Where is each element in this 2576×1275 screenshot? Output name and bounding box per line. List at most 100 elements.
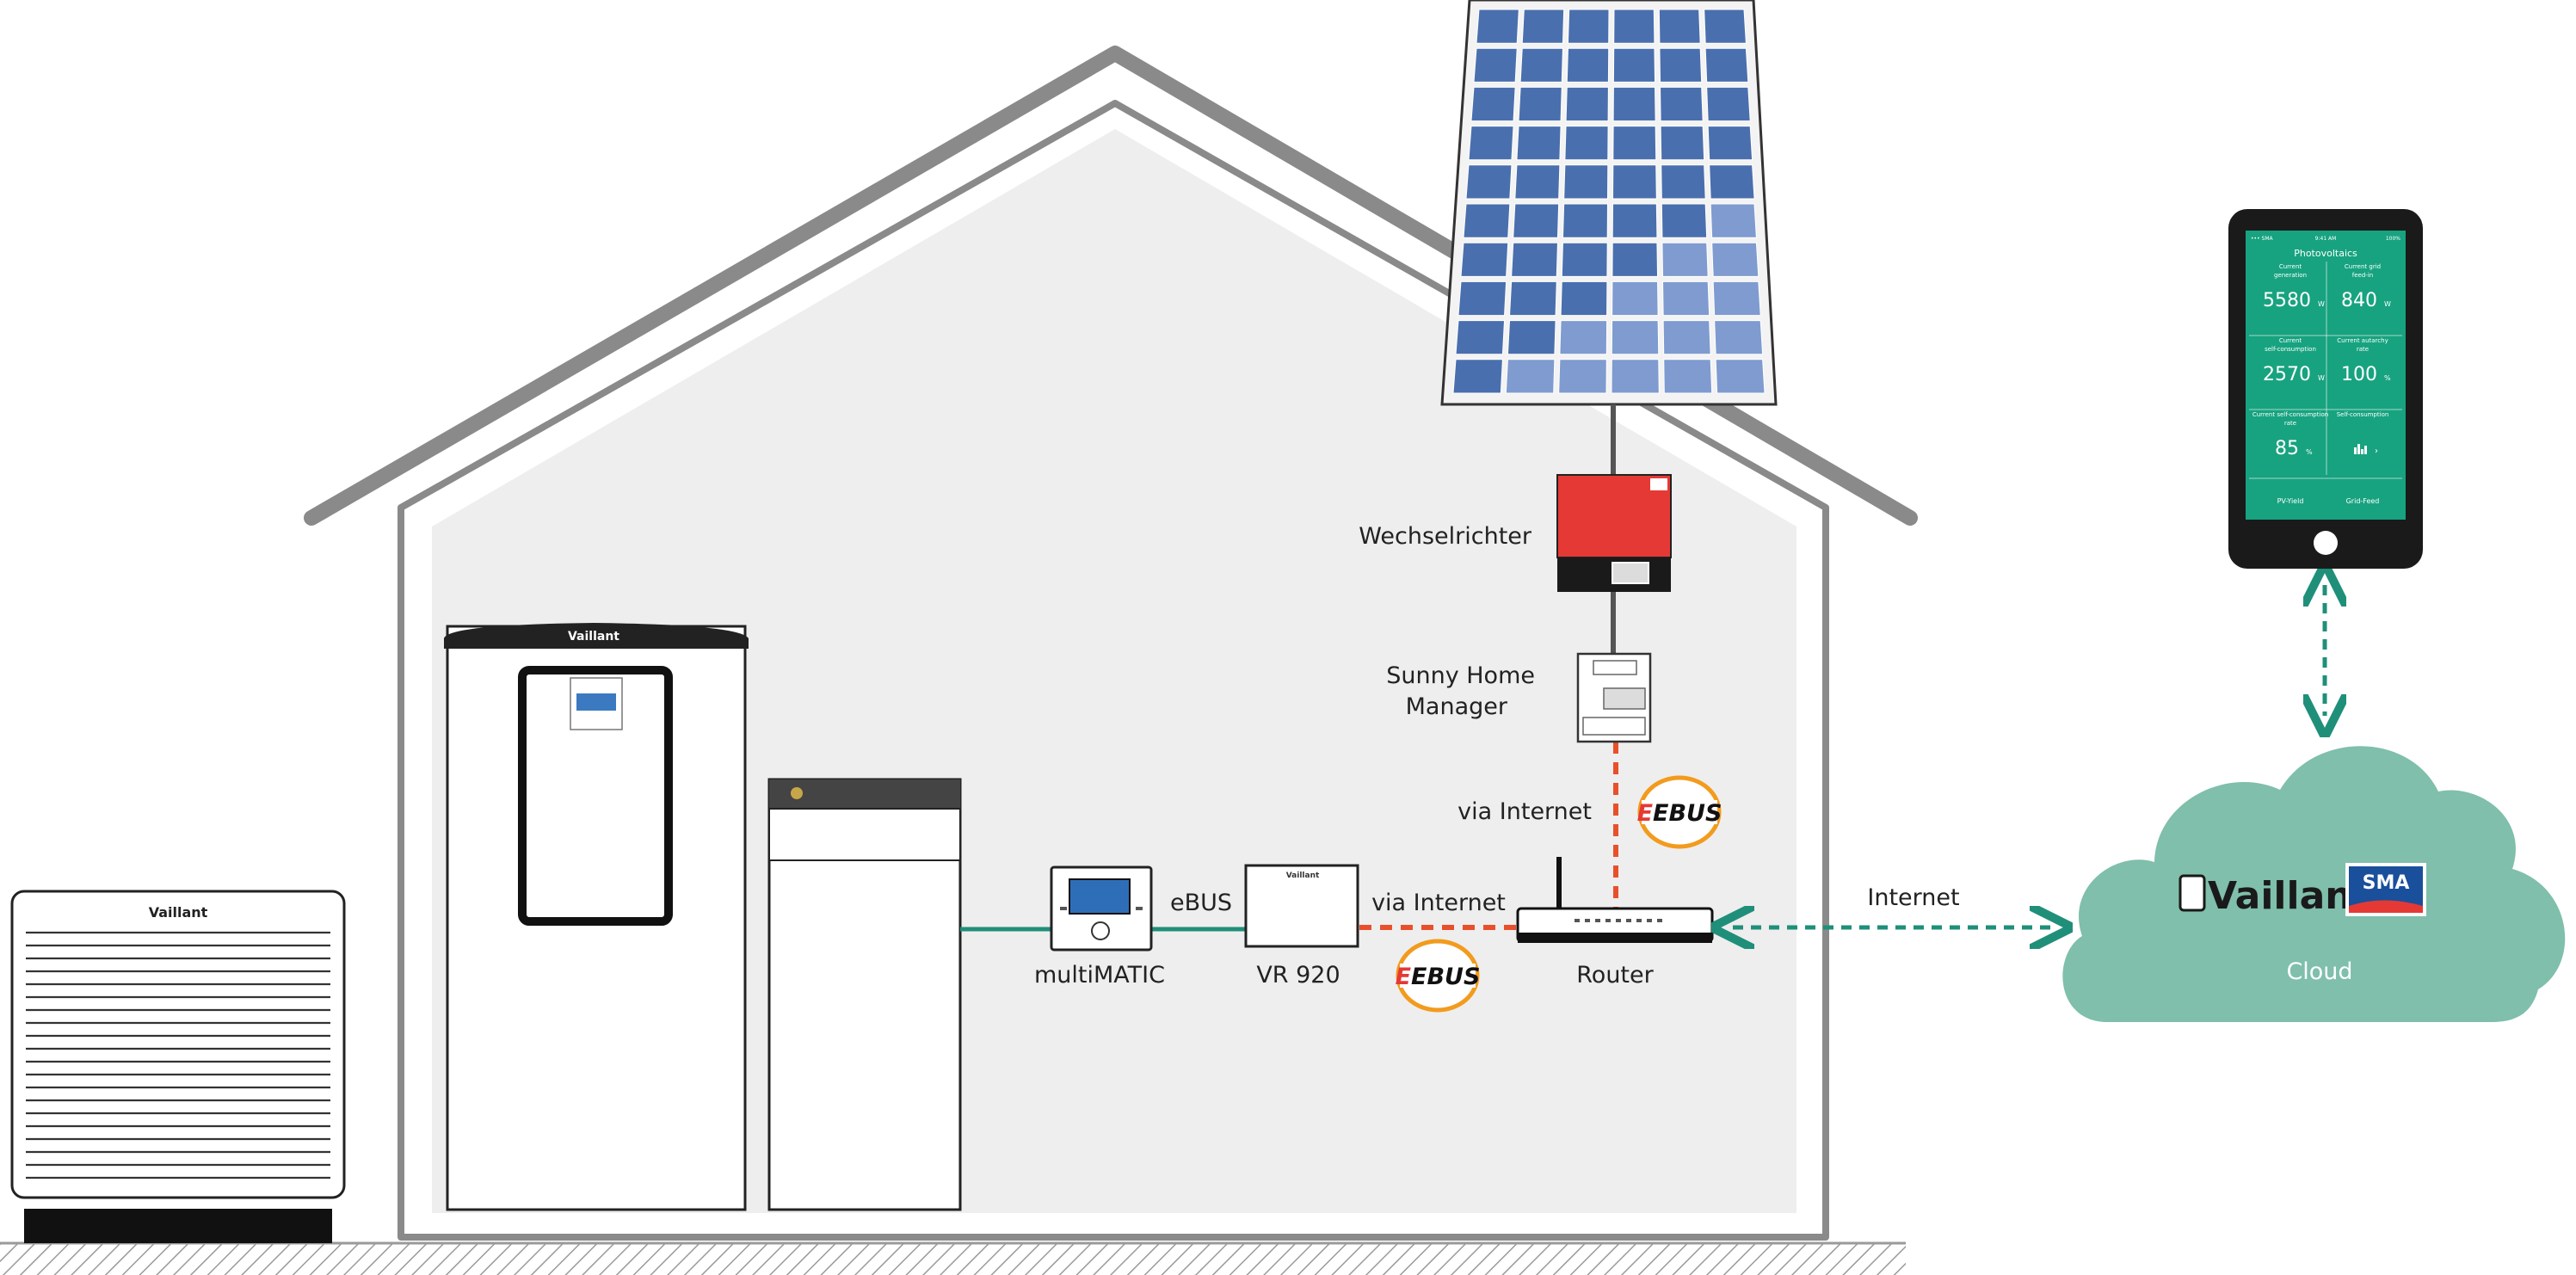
solar-cell: [1612, 203, 1658, 238]
solar-cell: [1470, 86, 1516, 122]
label-via-internet-lower: via Internet: [1371, 890, 1506, 916]
tile-unit: W: [2384, 300, 2391, 308]
outdoor-heat-pump: Vaillant: [10, 890, 346, 1243]
solar-cell: [1519, 47, 1563, 83]
tile-label: generation: [2274, 272, 2307, 279]
solar-cell: [1509, 280, 1557, 317]
tile-label: rate: [2357, 346, 2369, 353]
solar-cell: [1612, 242, 1659, 277]
solar-cell: [1611, 320, 1660, 355]
label-router: Router: [1576, 962, 1654, 989]
ebus-logo-upper: EEBUS: [1637, 775, 1722, 849]
solar-cell: [1660, 126, 1705, 161]
label-inverter: Wechselrichter: [1359, 523, 1532, 550]
solar-cell: [1463, 203, 1511, 238]
solar-cell: [1710, 203, 1757, 238]
cloud: Vaillant SMA: [2062, 746, 2566, 1022]
tile-label: Current self-consumption: [2252, 411, 2328, 418]
solar-cell: [1468, 126, 1514, 161]
ebus-logo-text: EEBUS: [1396, 964, 1481, 990]
solar-cell: [1455, 320, 1506, 355]
ebus-logo-lower: EEBUS: [1396, 939, 1481, 1013]
solar-cell: [1561, 242, 1608, 277]
solar-cell: [1658, 9, 1701, 44]
vaillant-logo-heatpump: Vaillant: [149, 904, 208, 921]
solar-cell: [1712, 280, 1761, 317]
label-vr920: VR 920: [1256, 962, 1340, 989]
solar-cell: [1564, 126, 1609, 161]
app-tile[interactable]: Self-consumption›: [2337, 411, 2389, 456]
router-led: [1647, 919, 1652, 922]
tile-label: self-consumption: [2265, 346, 2316, 353]
solar-cell: [1521, 9, 1565, 44]
tile-label: rate: [2284, 420, 2296, 427]
solar-cell: [1566, 47, 1610, 83]
tile-label: Current autarchy: [2337, 337, 2388, 344]
tile-label: Self-consumption: [2337, 411, 2389, 418]
solar-cell: [1476, 9, 1519, 44]
solar-cell: [1452, 359, 1503, 394]
label-home-manager-2: Manager: [1406, 693, 1508, 720]
tile-value: 100: [2341, 364, 2377, 385]
solar-cell: [1661, 242, 1709, 277]
solar-cell: [1558, 359, 1607, 394]
vaillant-logo-indoor: Vaillant: [568, 630, 619, 644]
label-via-internet-upper: via Internet: [1457, 798, 1592, 825]
solar-cell: [1513, 203, 1560, 238]
smartphone: ••• SMA 9:41 AM 100% Photovoltaics Curre…: [2228, 209, 2423, 569]
tile-label: Current: [2279, 337, 2302, 344]
solar-cell: [1613, 9, 1655, 44]
svg-text:Vaillant: Vaillant: [2208, 874, 2370, 918]
nav-pv-yield[interactable]: PV-Yield: [2277, 497, 2304, 505]
solar-cell: [1663, 359, 1713, 394]
tile-value: 85: [2275, 438, 2299, 459]
solar-cell: [1518, 86, 1562, 122]
status-carrier: ••• SMA: [2251, 236, 2274, 242]
solar-cell: [1711, 242, 1759, 277]
solar-cell: [1660, 86, 1704, 122]
solar-cell: [1565, 86, 1609, 122]
solar-cell: [1514, 164, 1561, 200]
solar-cell: [1661, 203, 1708, 238]
solar-cell: [1612, 47, 1656, 83]
solar-cell: [1511, 242, 1558, 277]
vaillant-logo-gateway: Vaillant: [1286, 872, 1320, 880]
router-led: [1595, 919, 1600, 922]
solar-cell: [1560, 280, 1608, 317]
label-internet: Internet: [1867, 884, 1959, 911]
solar-cell: [1465, 164, 1513, 200]
labels: Wechselrichter Sunny Home Manager via In…: [1034, 523, 2353, 989]
label-ebus: eBUS: [1170, 890, 1232, 916]
solar-cell: [1612, 164, 1657, 200]
status-time: 9:41 AM: [2315, 236, 2337, 242]
inverter: [1556, 474, 1672, 654]
router-led: [1657, 919, 1662, 922]
nav-grid-feed[interactable]: Grid-Feed: [2346, 497, 2380, 505]
solar-panel: [1440, 0, 1778, 475]
router-led: [1626, 919, 1631, 922]
solar-cell: [1704, 47, 1749, 83]
solar-cell: [1611, 359, 1660, 394]
solar-cell: [1473, 47, 1518, 83]
vr920-gateway: Vaillant: [1244, 864, 1359, 948]
solar-cell: [1714, 320, 1764, 355]
tile-label: Current grid: [2345, 263, 2381, 270]
app-title: Photovoltaics: [2294, 248, 2357, 259]
sunny-home-manager: [1576, 652, 1652, 743]
vaillant-logo-cloud: Vaillant: [2179, 874, 2370, 918]
router-led: [1636, 919, 1642, 922]
indoor-heat-pump-unit: Vaillant: [444, 623, 749, 1211]
solar-cell: [1505, 359, 1556, 394]
solar-cell: [1612, 126, 1657, 161]
bar-chart-icon: [2354, 444, 2367, 454]
solar-cell: [1707, 126, 1753, 161]
router-led: [1585, 919, 1590, 922]
solar-cell: [1507, 320, 1556, 355]
